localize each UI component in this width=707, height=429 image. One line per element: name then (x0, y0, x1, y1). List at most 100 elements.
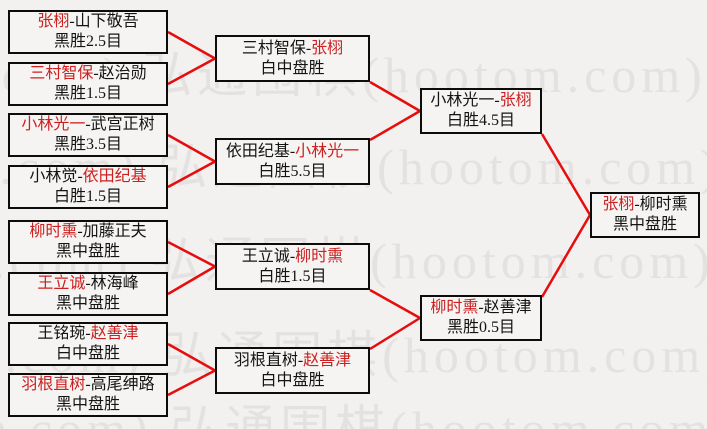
match-box-final-1: 张栩-柳时熏黑中盘胜 (590, 192, 700, 238)
winner-name: 柳时熏 (29, 223, 78, 240)
winner-name: 羽根直树 (21, 376, 86, 393)
winner-name: 依田纪基 (82, 168, 147, 185)
connector-line (369, 288, 421, 320)
player-name: 高尾绅路 (90, 376, 155, 393)
vs-dash: - (478, 299, 484, 316)
match-players: 三村智保-张栩 (242, 39, 343, 59)
match-box-round-1-4: 小林觉-依田纪基白胜1.5目 (8, 165, 168, 209)
match-box-round-1-1: 张栩-山下敬吾黑胜2.5目 (8, 10, 168, 54)
match-players: 王立诚-柳时熏 (242, 247, 343, 267)
connector-line (369, 316, 421, 351)
match-result: 白胜1.5目 (258, 267, 327, 285)
winner-name: 张栩 (602, 196, 635, 213)
connector-line (369, 80, 421, 113)
vs-dash: - (85, 376, 91, 393)
player-name: 王立诚 (241, 247, 290, 265)
match-box-round-2-2: 依田纪基-小林光一白胜5.5目 (215, 138, 370, 185)
match-box-semifinal-1: 小林光一-张栩白胜4.5目 (420, 88, 542, 134)
vs-dash: - (634, 196, 640, 213)
player-name: 王铭琬 (37, 325, 86, 342)
connector-line (167, 240, 216, 268)
match-box-round-2-4: 羽根直树-赵善津白中盘胜 (215, 347, 370, 394)
connector-line (167, 30, 216, 60)
winner-name: 小林光一 (21, 116, 86, 133)
match-players: 羽根直树-高尾绅路 (21, 375, 154, 395)
vs-dash: - (85, 275, 91, 292)
player-name: 山下敬吾 (74, 13, 139, 30)
match-result: 白胜5.5目 (258, 162, 327, 180)
connector-line (369, 109, 421, 142)
connector-line (167, 265, 216, 296)
vs-dash: - (289, 142, 296, 160)
vs-dash: - (69, 13, 75, 30)
match-players: 张栩-柳时熏 (602, 195, 687, 215)
match-players: 三村智保-赵治勋 (29, 64, 146, 84)
player-name: 柳时熏 (639, 196, 688, 213)
match-result: 黑胜0.5目 (446, 319, 515, 336)
player-name: 赵治勋 (98, 65, 147, 82)
player-name: 小林觉 (29, 168, 78, 185)
winner-name: 赵善津 (90, 325, 139, 342)
match-result: 黑胜3.5目 (53, 136, 122, 153)
match-box-round-1-6: 王立诚-林海峰黑中盘胜 (8, 272, 168, 316)
match-players: 张栩-山下敬吾 (37, 12, 138, 32)
player-name: 加藤正夫 (82, 223, 147, 240)
player-name: 小林光一 (430, 92, 495, 109)
vs-dash: - (93, 65, 99, 82)
match-result: 黑中盘胜 (55, 243, 120, 260)
match-players: 羽根直树-赵善津 (234, 351, 351, 371)
player-name: 武宫正树 (90, 116, 155, 133)
connector-line (540, 214, 592, 298)
winner-name: 柳时熏 (430, 299, 479, 316)
match-box-round-1-3: 小林光一-武宫正树黑胜3.5目 (8, 113, 168, 157)
winner-name: 三村智保 (29, 65, 94, 82)
vs-dash: - (297, 351, 304, 369)
match-players: 小林光一-武宫正树 (21, 115, 154, 135)
match-players: 小林光一-张栩 (430, 91, 531, 111)
match-players: 柳时熏-赵善津 (430, 298, 531, 318)
match-box-round-1-7: 王铭琬-赵善津白中盘胜 (8, 322, 168, 366)
winner-name: 张栩 (499, 92, 532, 109)
match-players: 小林觉-依田纪基 (29, 167, 146, 187)
connector-line (167, 133, 216, 163)
vs-dash: - (77, 168, 83, 185)
match-result: 白中盘胜 (260, 59, 325, 77)
vs-dash: - (494, 92, 500, 109)
connector-line (167, 369, 216, 397)
connector-line (167, 160, 216, 189)
player-name: 依田纪基 (225, 142, 290, 160)
match-result: 白中盘胜 (55, 345, 120, 362)
player-name: 三村智保 (241, 39, 306, 57)
vs-dash: - (77, 223, 83, 240)
winner-name: 赵善津 (303, 351, 352, 369)
vs-dash: - (305, 39, 312, 57)
winner-name: 王立诚 (37, 275, 86, 292)
match-players: 王铭琬-赵善津 (37, 324, 138, 344)
match-result: 黑中盘胜 (55, 396, 120, 413)
match-result: 黑中盘胜 (55, 295, 120, 312)
match-box-semifinal-2: 柳时熏-赵善津黑胜0.5目 (420, 295, 542, 341)
vs-dash: - (289, 247, 296, 265)
winner-name: 小林光一 (295, 142, 360, 160)
winner-name: 柳时熏 (295, 247, 344, 265)
match-result: 白中盘胜 (260, 371, 325, 389)
connector-line (540, 133, 592, 216)
match-result: 白胜1.5目 (53, 188, 122, 205)
match-box-round-1-8: 羽根直树-高尾绅路黑中盘胜 (8, 373, 168, 417)
vs-dash: - (85, 116, 91, 133)
match-box-round-1-5: 柳时熏-加藤正夫黑中盘胜 (8, 220, 168, 264)
winner-name: 张栩 (37, 13, 70, 30)
connector-line (167, 342, 216, 372)
match-result: 白胜4.5目 (446, 112, 515, 129)
match-players: 依田纪基-小林光一 (226, 142, 359, 162)
player-name: 赵善津 (483, 299, 532, 316)
match-box-round-2-1: 三村智保-张栩白中盘胜 (215, 35, 370, 82)
player-name: 羽根直树 (233, 351, 298, 369)
match-players: 柳时熏-加藤正夫 (29, 222, 146, 242)
match-players: 王立诚-林海峰 (37, 274, 138, 294)
match-result: 黑胜1.5目 (53, 85, 122, 102)
match-box-round-2-3: 王立诚-柳时熏白胜1.5目 (215, 243, 370, 290)
